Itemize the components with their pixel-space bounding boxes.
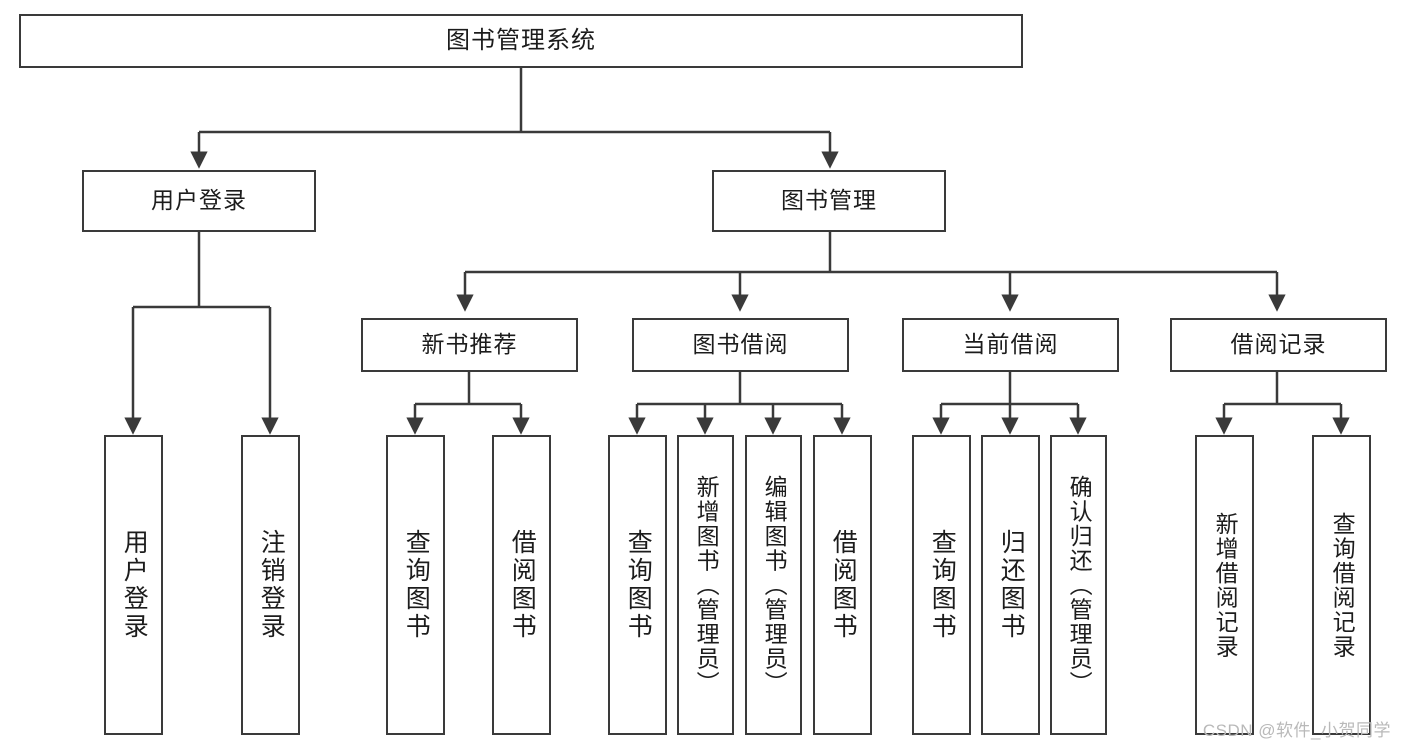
leaf-record-query-record[interactable]: 查询借阅记录 [1312,435,1371,735]
leaf-new-book-query[interactable]: 查询图书 [386,435,445,735]
node-book-management[interactable]: 图书管理 [712,170,946,232]
node-label: 图书借阅 [692,331,789,358]
node-label: 注销登录 [257,529,286,641]
leaf-borrow-edit-book-admin[interactable]: 编辑图书（管理员） [745,435,802,735]
csdn-watermark: CSDN @软件_小贺同学 [1202,721,1391,740]
node-label: 当前借阅 [962,331,1059,358]
node-label: 借阅记录 [1230,331,1327,358]
node-label: 用户登录 [151,187,247,214]
node-label: 新增图书（管理员） [693,474,720,696]
leaf-user-logout[interactable]: 注销登录 [241,435,300,735]
node-label: 新增借阅记录 [1212,511,1239,659]
node-label: 查询借阅记录 [1329,511,1356,659]
node-label: 查询图书 [928,529,957,641]
node-label: 用户登录 [120,529,149,641]
leaf-current-confirm-return-admin[interactable]: 确认归还（管理员） [1050,435,1107,735]
node-current-borrow[interactable]: 当前借阅 [902,318,1119,372]
node-label: 借阅图书 [829,529,858,641]
leaf-current-query-book[interactable]: 查询图书 [912,435,971,735]
node-label: 查询图书 [402,529,431,641]
node-label: 归还图书 [997,529,1026,641]
node-label: 查询图书 [624,529,653,641]
node-label: 图书管理系统 [446,26,596,54]
leaf-record-add-record[interactable]: 新增借阅记录 [1195,435,1254,735]
leaf-current-return-book[interactable]: 归还图书 [981,435,1040,735]
leaf-borrow-borrow-book[interactable]: 借阅图书 [813,435,872,735]
node-new-book-recommend[interactable]: 新书推荐 [361,318,578,372]
node-user-login[interactable]: 用户登录 [82,170,316,232]
leaf-borrow-query-book[interactable]: 查询图书 [608,435,667,735]
node-label: 确认归还（管理员） [1066,474,1093,696]
node-borrow-record[interactable]: 借阅记录 [1170,318,1387,372]
leaf-new-book-borrow[interactable]: 借阅图书 [492,435,551,735]
node-label: 编辑图书（管理员） [761,474,788,696]
node-label: 借阅图书 [508,529,537,641]
node-book-borrow[interactable]: 图书借阅 [632,318,849,372]
node-label: 图书管理 [781,187,877,214]
leaf-borrow-add-book-admin[interactable]: 新增图书（管理员） [677,435,734,735]
node-label: 新书推荐 [421,331,518,358]
leaf-user-login[interactable]: 用户登录 [104,435,163,735]
node-root-system[interactable]: 图书管理系统 [19,14,1023,68]
